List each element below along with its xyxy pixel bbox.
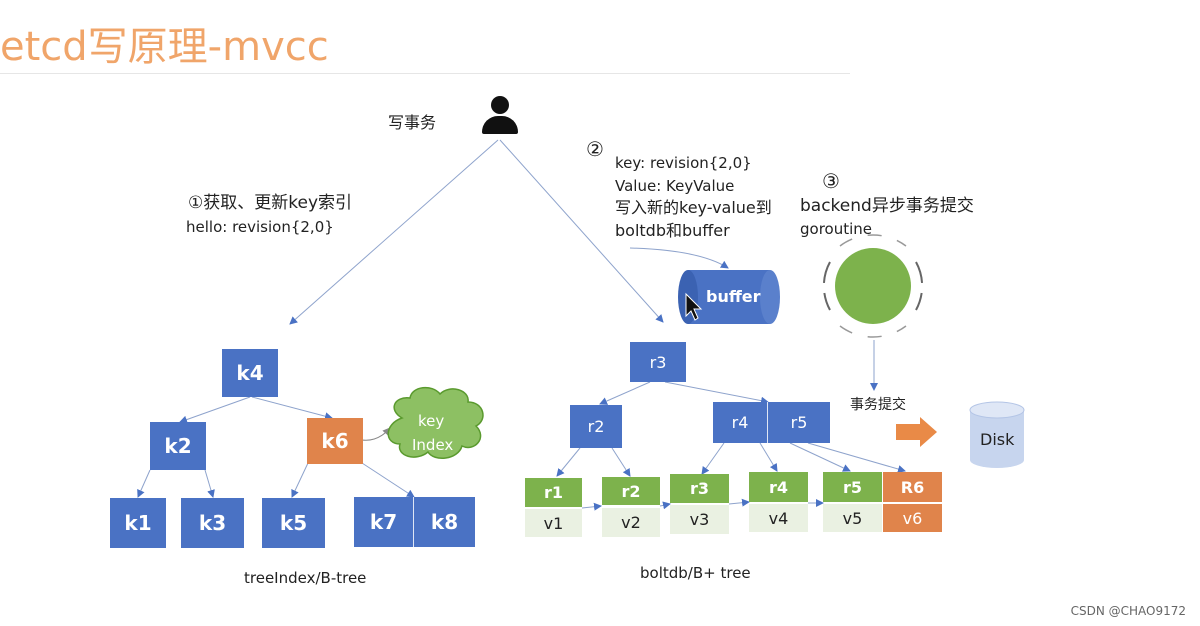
bplus-node-r4: r4 (713, 402, 768, 443)
step3-line-1: backend异步事务提交 (800, 196, 974, 216)
edge-k2-k1 (137, 469, 151, 498)
step3-marker: ③ (822, 169, 840, 193)
treeindex-caption: treeIndex/B-tree (244, 569, 367, 587)
key-index-cloud (387, 386, 484, 459)
tree-node-k6: k6 (307, 418, 363, 464)
edge-r5-r5leaf (789, 442, 851, 472)
tree-node-k7: k7 (354, 497, 414, 547)
leaf-key: R6 (883, 472, 942, 502)
edge-r4-r3leaf (701, 442, 725, 475)
edge-k6-k5 (291, 462, 309, 498)
edge-leaf-2-3 (659, 501, 671, 510)
tree-node-k4: k4 (222, 349, 278, 397)
cloud-label-2: Index (412, 436, 454, 454)
commit-arrow (896, 417, 937, 447)
leaf-key: r3 (670, 474, 729, 503)
edge-leaf-1-2 (581, 502, 602, 511)
edge-user-treeindex (289, 139, 499, 325)
leaf-value: v3 (670, 505, 729, 534)
step1-detail: hello: revision{2,0} (186, 218, 334, 236)
leaf-key: r4 (749, 472, 808, 502)
step2-line-1: key: revision{2,0} (615, 154, 752, 172)
step1-title: ①获取、更新key索引 (188, 193, 352, 213)
disk-label: Disk (980, 430, 1015, 449)
user-label: 写事务 (388, 113, 437, 132)
edge-k6-cloud (361, 427, 391, 441)
boltdb-caption: boltdb/B+ tree (640, 564, 751, 582)
leaf-value: v4 (749, 504, 808, 532)
tree-node-k8: k8 (414, 497, 475, 547)
user-icon (481, 96, 519, 136)
edge-k4-k6 (251, 396, 333, 421)
edge-k2-k3 (204, 469, 215, 498)
bplus-node-r2: r2 (570, 405, 622, 448)
edge-r2-r2leaf (611, 447, 631, 477)
cursor-icon (685, 292, 703, 321)
tree-node-k3: k3 (181, 498, 244, 548)
watermark: CSDN @CHAO9172 (1070, 604, 1186, 618)
edge-step2-buffer (629, 247, 729, 269)
buffer-label: buffer (706, 287, 761, 306)
edge-r4-r4leaf (759, 442, 778, 472)
edge-k6-k7 (361, 462, 415, 498)
step3-line-2: goroutine (800, 220, 873, 238)
leaf-key: r1 (525, 478, 582, 507)
step2-line-3: 写入新的key-value到 (615, 198, 772, 217)
commit-label: 事务提交 (850, 397, 906, 413)
page-title: etcd写原理-mvcc (0, 24, 329, 70)
edge-k4-k2 (179, 396, 251, 424)
leaf-key: r2 (602, 477, 660, 505)
step2-line-4: boltdb和buffer (615, 221, 730, 240)
tree-node-k1: k1 (110, 498, 166, 548)
disk-cylinder (969, 401, 1025, 468)
step2-line-2: Value: KeyValue (615, 177, 735, 195)
tree-node-k5: k5 (262, 498, 325, 548)
leaf-value: v2 (602, 508, 660, 537)
tree-node-k2: k2 (150, 422, 206, 470)
edge-user-boltdb (499, 139, 664, 323)
leaf-value: v6 (883, 504, 942, 532)
leaf-key: r5 (823, 472, 882, 502)
goroutine-circle (822, 234, 924, 338)
edge-r2-r1 (556, 447, 581, 477)
leaf-value: v5 (823, 504, 882, 532)
bplus-node-r3: r3 (630, 342, 686, 382)
edge-r5-R6 (807, 442, 906, 473)
edge-r3-r2 (599, 381, 651, 405)
step2-marker: ② (586, 137, 604, 161)
leaf-value: v1 (525, 509, 582, 537)
bplus-node-r5: r5 (768, 402, 830, 443)
cloud-label-1: key (418, 412, 445, 430)
edge-leaf-3-4 (728, 498, 750, 507)
edge-r3-r45 (664, 381, 769, 405)
title-divider (0, 73, 850, 74)
